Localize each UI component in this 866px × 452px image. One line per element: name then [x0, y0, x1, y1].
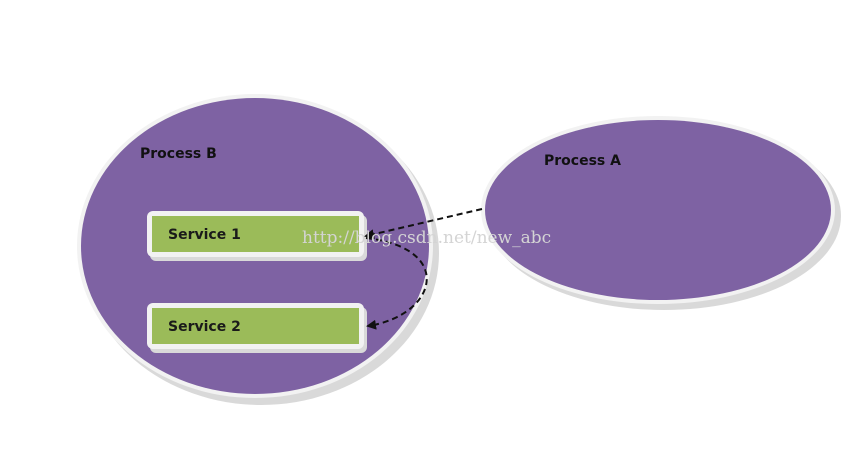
process-a-node: Process A	[481, 116, 841, 310]
arrow-service-1-to-service-2	[365, 237, 428, 330]
service-2-label: Service 2	[168, 319, 241, 335]
service-1-box: Service 1	[147, 211, 367, 261]
process-b-label: Process B	[140, 146, 217, 162]
watermark-text: http://blog.csdn.net/new_abc	[302, 228, 551, 248]
process-a-label: Process A	[544, 153, 621, 169]
service-1-label: Service 1	[168, 227, 241, 243]
service-2-box: Service 2	[147, 303, 367, 353]
